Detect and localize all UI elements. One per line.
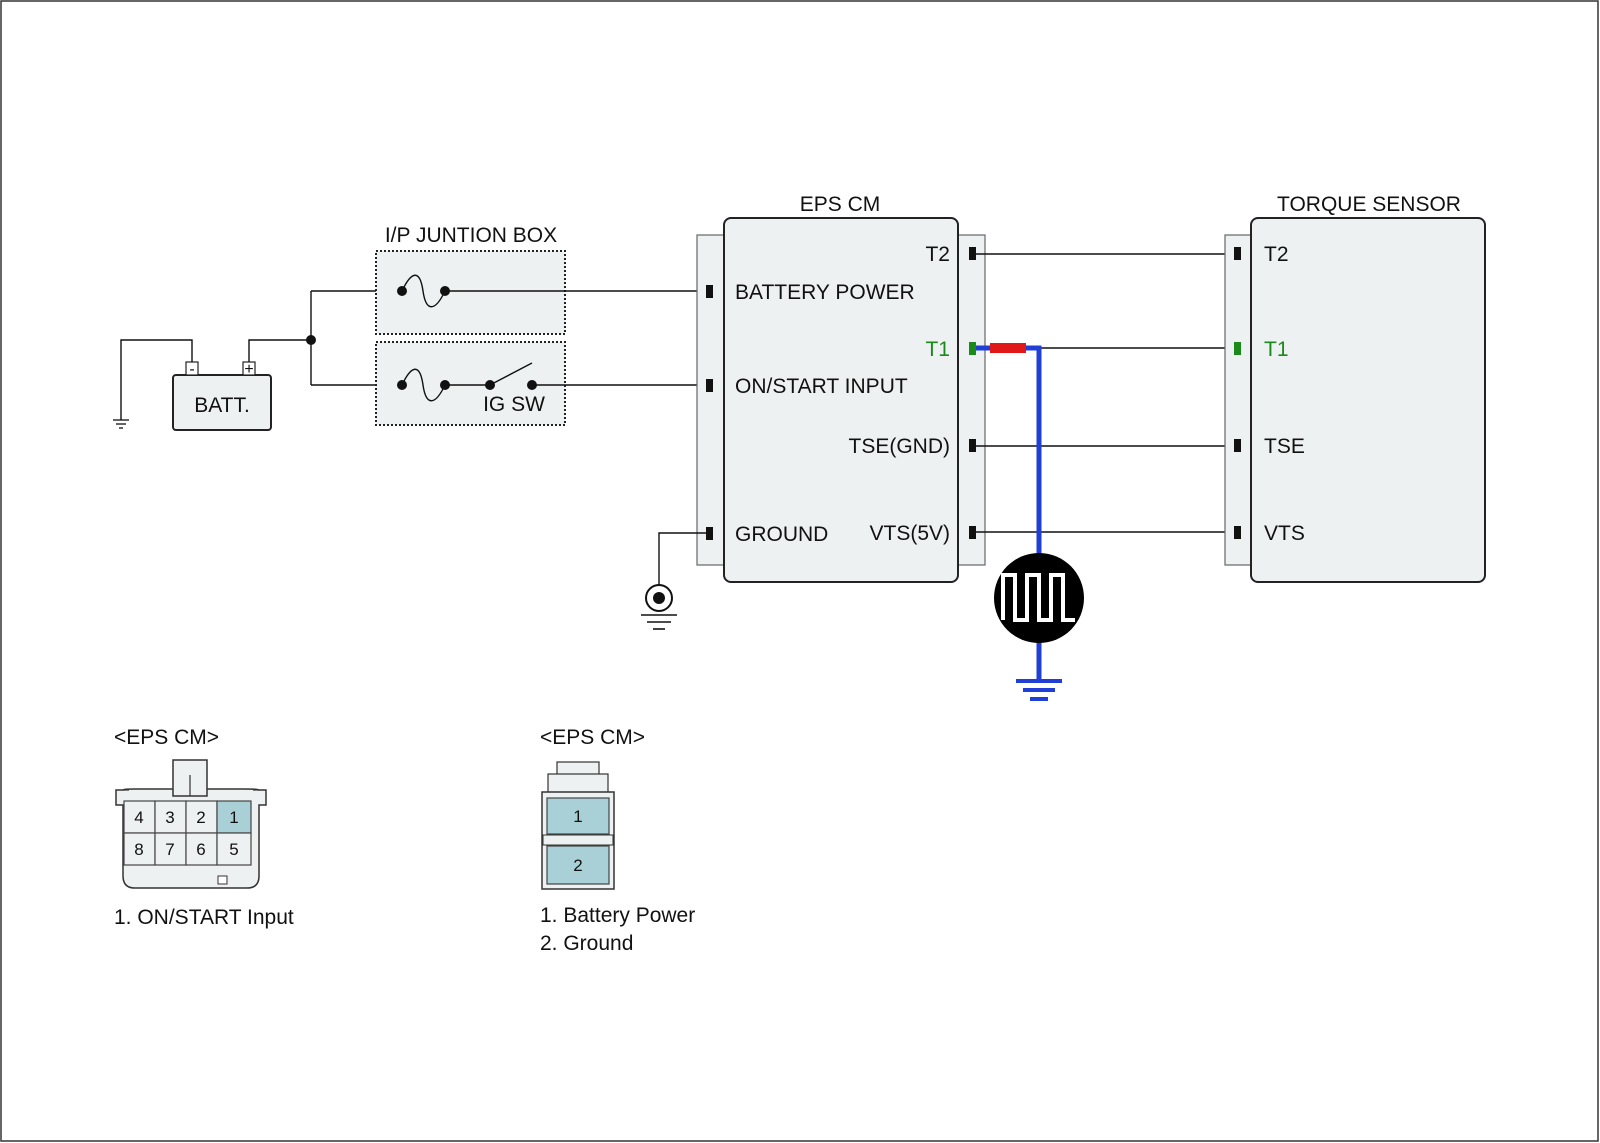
battery: BATT. - + [172, 361, 272, 431]
connector-a-pin: 6 [196, 840, 205, 859]
connector-b: 1 2 [541, 761, 615, 890]
eps-cm-body [723, 217, 959, 583]
eps-cm-pin-terminal [969, 439, 976, 452]
connector-b-pin: 2 [573, 856, 582, 875]
junction-box-upper [375, 250, 566, 335]
torque-sensor-pin-terminal [1234, 526, 1241, 539]
connector-a-pin: 5 [229, 840, 238, 859]
battery-label: BATT. [194, 394, 250, 417]
torque-sensor-pin-t2: T2 [1264, 243, 1289, 266]
connector-b-pin: 1 [573, 807, 582, 826]
eps-cm-pin-terminal [969, 526, 976, 539]
connector-a-pin: 8 [134, 840, 143, 859]
eps-cm-pin-terminal [706, 527, 713, 540]
connector-a-pin: 4 [134, 808, 143, 827]
connector-b-note: 2. Ground [540, 932, 633, 955]
eps-cm-pin-battery-power: BATTERY POWER [735, 281, 915, 304]
eps-cm-pin-t2: T2 [925, 243, 950, 266]
torque-sensor-pin-tse: TSE [1264, 435, 1305, 458]
battery-neg-label: - [189, 361, 194, 378]
eps-cm-title: EPS CM [800, 193, 881, 216]
torque-sensor-title: TORQUE SENSOR [1277, 193, 1461, 216]
junction-box-title: I/P JUNTION BOX [385, 224, 557, 247]
torque-sensor-pin-terminal [1234, 247, 1241, 260]
oscilloscope-probe [976, 343, 1084, 701]
connector-b-title: <EPS CM> [540, 726, 645, 749]
connector-a-title: <EPS CM> [114, 726, 219, 749]
battery-ground-wire [113, 339, 193, 429]
eps-cm-right-tab [954, 234, 986, 566]
connector-a-pin: 2 [196, 808, 205, 827]
connector-a-pin: 3 [165, 808, 174, 827]
torque-sensor-pin-t1: T1 [1264, 338, 1289, 361]
connector-b-note: 1. Battery Power [540, 904, 695, 927]
eps-cm-pin-ground: GROUND [735, 523, 828, 546]
eps-cm-pin-terminal [706, 379, 713, 392]
eps-cm-ground-wire [641, 532, 706, 630]
connector-a-pin: 1 [229, 808, 238, 827]
torque-sensor-pin-terminal-t1 [1234, 342, 1241, 355]
fuse-icon [397, 368, 450, 402]
eps-cm-pin-terminal-t1 [969, 342, 976, 355]
connector-a-note: 1. ON/START Input [114, 906, 294, 929]
eps-cm-pin-terminal [706, 285, 713, 298]
eps-cm-left-tab [696, 234, 728, 566]
eps-cm-pin-t1: T1 [925, 338, 950, 361]
eps-cm-pin-tse-gnd: TSE(GND) [849, 435, 951, 458]
battery-pos-label: + [244, 361, 253, 378]
torque-sensor-body [1250, 217, 1486, 583]
connector-a-pin: 7 [165, 840, 174, 859]
torque-sensor-pin-terminal [1234, 439, 1241, 452]
eps-cm-pin-vts-5v: VTS(5V) [869, 522, 950, 545]
ig-switch-label: IG SW [483, 393, 545, 416]
connector-a: 4 3 2 1 8 7 6 5 [115, 759, 267, 889]
torque-sensor-pin-vts: VTS [1264, 522, 1305, 545]
eps-cm-pin-on-start-input: ON/START INPUT [735, 375, 908, 398]
eps-cm-pin-terminal [969, 247, 976, 260]
